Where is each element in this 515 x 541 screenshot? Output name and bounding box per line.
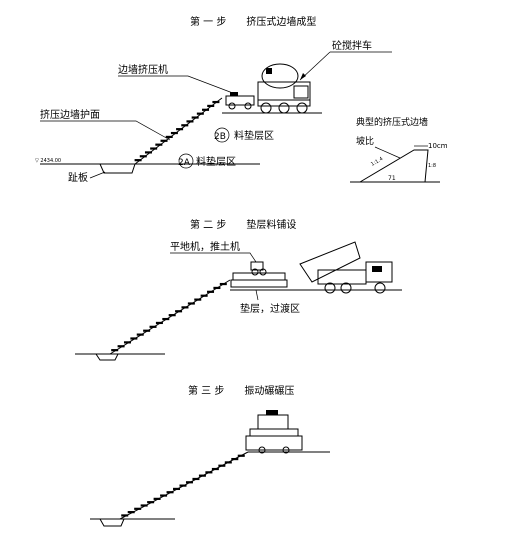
facing-block xyxy=(127,511,135,514)
facing-block xyxy=(149,325,157,328)
facing-block xyxy=(224,461,232,464)
facing-block xyxy=(212,100,220,104)
facing-block xyxy=(147,501,155,504)
facing-block xyxy=(117,345,125,348)
facing-block xyxy=(191,116,199,119)
toe-slab xyxy=(99,163,136,174)
label-2a: 2A xyxy=(178,158,191,168)
label-equipment: 平地机，推土机 xyxy=(170,240,240,253)
step1-panel: 第 一 步 挤压式边墙成型 边墙挤压机 xyxy=(35,15,392,184)
facing-block xyxy=(192,477,200,481)
concrete-mixer-truck xyxy=(257,63,311,114)
step3-panel: 第 三 步 振动碾碾压 xyxy=(90,384,330,527)
label-mixer-truck: 砼搅拌车 xyxy=(332,39,372,52)
slope-facing-blocks-2 xyxy=(111,282,227,352)
facing-block xyxy=(173,487,181,491)
facing-block xyxy=(187,302,195,305)
label-2a-zone: 料垫层区 xyxy=(196,155,236,168)
facing-block xyxy=(160,494,168,497)
facing-block xyxy=(162,317,170,321)
facing-block xyxy=(111,349,119,352)
facing-block xyxy=(123,341,131,344)
facing-block xyxy=(198,474,206,477)
inset-side-ratio: 1:8 xyxy=(428,163,436,169)
facing-block xyxy=(136,333,144,336)
facing-block xyxy=(205,471,213,474)
facing-block xyxy=(194,298,202,301)
inset-top-width: 10cm xyxy=(428,142,448,150)
inset-base: 71 xyxy=(388,175,396,182)
facing-block xyxy=(130,337,138,340)
inset-slope-ratio: 1:1.4 xyxy=(370,156,384,168)
facing-block xyxy=(181,306,189,309)
facing-block xyxy=(160,139,168,142)
facing-block xyxy=(134,159,142,162)
facing-block xyxy=(121,514,129,517)
facing-block xyxy=(143,329,151,332)
facing-block xyxy=(176,128,184,131)
facing-block xyxy=(185,481,193,484)
slope-facing-blocks xyxy=(134,100,220,162)
inset-slope-label: 坡比 xyxy=(356,135,374,147)
cushion-layer-pile xyxy=(232,272,286,281)
facing-block xyxy=(202,108,210,111)
typical-wall-inset: 典型的挤压式边墙 10cm 坡比 1:1.4 1:8 71 xyxy=(350,116,448,183)
label-toe-slab: 趾板 xyxy=(68,171,88,184)
facing-block xyxy=(150,147,158,150)
facing-block xyxy=(186,120,194,123)
facing-block xyxy=(231,457,239,461)
step1-title: 第 一 步 挤压式边墙成型 xyxy=(190,15,316,28)
facing-block xyxy=(168,314,176,317)
grader-dozer xyxy=(250,261,267,276)
label-elevation: ▽ 2434.00 xyxy=(35,158,61,164)
facing-block xyxy=(207,104,215,108)
toe-slab-3 xyxy=(99,518,125,527)
facing-block xyxy=(166,491,174,494)
facing-block xyxy=(170,131,178,135)
facing-block xyxy=(237,454,245,457)
dump-truck xyxy=(299,241,393,294)
facing-block xyxy=(175,310,183,313)
facing-block xyxy=(155,321,163,325)
facing-block xyxy=(196,112,204,115)
facing-block xyxy=(134,507,142,510)
facing-block xyxy=(165,135,173,139)
inset-title: 典型的挤压式边墙 xyxy=(356,116,428,128)
facing-block xyxy=(179,484,187,487)
label-2b: 2B xyxy=(214,132,226,142)
label-2b-zone: 料垫层区 xyxy=(234,129,274,142)
facing-block xyxy=(213,286,221,290)
facing-block xyxy=(207,290,215,293)
step3-title: 第 三 步 振动碾碾压 xyxy=(188,384,294,397)
facing-block xyxy=(139,155,147,158)
label-extruded-wall: 挤压边墙护面 xyxy=(40,108,100,121)
facing-block xyxy=(140,504,148,507)
facing-block xyxy=(181,124,189,127)
facing-block xyxy=(219,282,227,286)
facing-block xyxy=(211,467,219,471)
label-cushion-zone: 垫层，过渡区 xyxy=(240,302,300,315)
facing-block xyxy=(200,294,208,297)
facing-block xyxy=(155,143,163,146)
extrusion-machine xyxy=(225,92,255,110)
slope-facing-blocks-3 xyxy=(121,454,245,517)
toe-slab-2 xyxy=(95,353,119,361)
step2-title: 第 二 步 垫层料铺设 xyxy=(190,218,296,231)
vibratory-roller xyxy=(245,410,303,454)
label-extrusion-machine: 边墙挤压机 xyxy=(118,63,168,76)
facing-block xyxy=(153,497,161,500)
facing-block xyxy=(144,151,152,154)
facing-block xyxy=(218,464,226,467)
step2-panel: 第 二 步 垫层料铺设 平地机，推土机 垫层，过渡区 xyxy=(75,218,402,361)
